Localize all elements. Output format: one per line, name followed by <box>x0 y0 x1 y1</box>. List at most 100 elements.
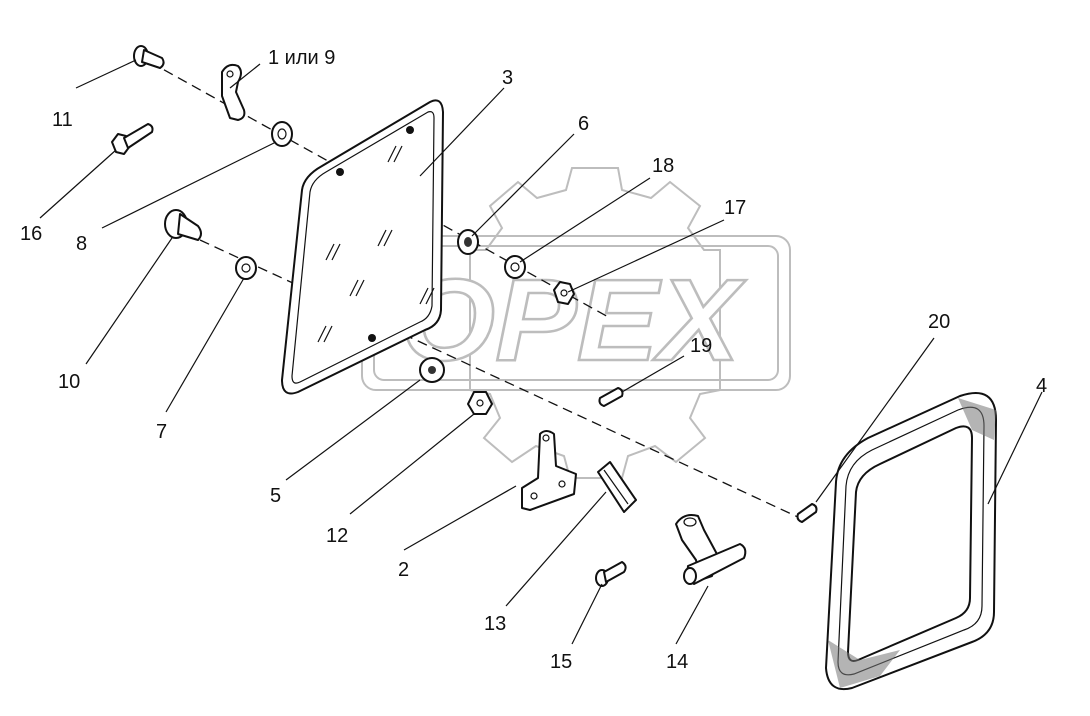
bolt-16-shank <box>123 123 154 149</box>
label-6: 6 <box>578 113 589 135</box>
nut-17-bore <box>560 289 568 297</box>
washer-5-bore <box>428 366 436 374</box>
leader-15 <box>571 583 603 645</box>
glass-pane <box>281 99 444 395</box>
label-3: 3 <box>502 67 513 89</box>
pin-19-body <box>598 387 624 407</box>
label-11: 11 <box>52 109 73 131</box>
label-8: 8 <box>76 233 87 255</box>
leader-1 <box>229 63 261 89</box>
leader-4 <box>987 391 1043 505</box>
washer-18-body <box>504 255 526 279</box>
label-4: 4 <box>1036 375 1047 397</box>
part-labels: 1 или 9 2 3 4 5 6 7 8 10 11 12 13 14 15 … <box>20 47 1047 673</box>
nut-17 <box>553 281 575 305</box>
lower-bracket-hole-left <box>530 492 538 500</box>
glass-hole-top-right <box>406 126 414 134</box>
block-13-groove <box>603 469 629 505</box>
label-1: 1 или 9 <box>268 47 335 69</box>
lower-bracket-2 <box>521 430 577 511</box>
nut-12 <box>467 391 493 415</box>
screw-11 <box>133 45 165 69</box>
leader-lines <box>39 59 1043 645</box>
washer-18 <box>504 255 526 279</box>
pivot-pin-10 <box>164 209 202 241</box>
label-17: 17 <box>724 197 746 219</box>
lower-bracket-body <box>521 430 577 511</box>
block-13-body <box>597 461 637 513</box>
washer-5 <box>419 357 445 383</box>
bushing-8-bore <box>277 128 287 140</box>
frame-shading-top <box>958 398 996 440</box>
label-18: 18 <box>652 155 674 177</box>
label-12: 12 <box>326 525 348 547</box>
latch-bracket-upper <box>221 63 246 121</box>
label-19: 19 <box>690 335 712 357</box>
bushing-8-body <box>271 121 293 147</box>
bushing-8 <box>271 121 293 147</box>
label-16: 16 <box>20 223 42 245</box>
label-14: 14 <box>666 651 688 673</box>
leader-2 <box>403 485 517 551</box>
glass-hole-top-left <box>336 168 344 176</box>
label-2: 2 <box>398 559 409 581</box>
label-7: 7 <box>156 421 167 443</box>
handle-14-hole <box>683 517 697 527</box>
frame-inner <box>847 425 973 662</box>
window-frame-seal <box>825 392 997 690</box>
watermark-text: OPEX <box>400 255 747 385</box>
leader-3 <box>419 87 505 177</box>
washer-6-bore <box>464 237 472 247</box>
nut-12-body <box>467 391 493 415</box>
pin-20-body <box>796 503 818 523</box>
leader-16 <box>39 149 117 219</box>
watermark-logo: OPEX <box>361 167 791 479</box>
label-10: 10 <box>58 371 80 393</box>
glass-hole-bottom <box>368 334 376 342</box>
leader-5 <box>285 379 421 481</box>
frame-shading-bottom <box>828 640 900 688</box>
block-13 <box>597 461 637 513</box>
leader-6 <box>471 133 575 237</box>
washer-6 <box>457 229 479 255</box>
label-20: 20 <box>928 311 950 333</box>
glass-reflection-marks <box>317 145 435 343</box>
leader-14 <box>675 585 709 645</box>
latch-bracket-body <box>221 63 246 121</box>
handle-14 <box>675 514 747 585</box>
leader-8 <box>101 141 277 229</box>
axis-lower <box>199 239 801 519</box>
latch-bracket-hole <box>226 70 234 78</box>
leader-10 <box>85 237 173 365</box>
washer-18-bore <box>510 262 520 272</box>
leader-13 <box>505 491 607 607</box>
handle-14-end <box>683 567 697 585</box>
screw-15 <box>595 561 627 587</box>
bushing-7 <box>235 256 257 280</box>
label-15: 15 <box>550 651 572 673</box>
bushing-7-bore <box>241 263 251 273</box>
leader-11 <box>75 59 137 89</box>
nut-12-bore <box>476 399 484 407</box>
screw-15-shank <box>603 561 627 583</box>
label-5: 5 <box>270 485 281 507</box>
leader-18 <box>519 177 651 263</box>
screw-11-shank <box>141 49 165 69</box>
pin-19 <box>598 387 624 407</box>
pivot-pin-shank <box>177 213 202 241</box>
leader-12 <box>349 413 475 515</box>
nut-17-body <box>553 281 575 305</box>
label-13: 13 <box>484 613 506 635</box>
leader-17 <box>567 219 725 293</box>
lower-bracket-hole-right <box>558 480 566 488</box>
bushing-7-body <box>235 256 257 280</box>
pin-20 <box>796 503 818 523</box>
bolt-16 <box>111 123 154 155</box>
leader-19 <box>621 355 685 393</box>
lower-bracket-hole-top <box>542 434 550 442</box>
watermark-gear <box>469 167 721 479</box>
glass-pane-inner-edge <box>291 111 435 384</box>
leader-7 <box>165 277 245 413</box>
